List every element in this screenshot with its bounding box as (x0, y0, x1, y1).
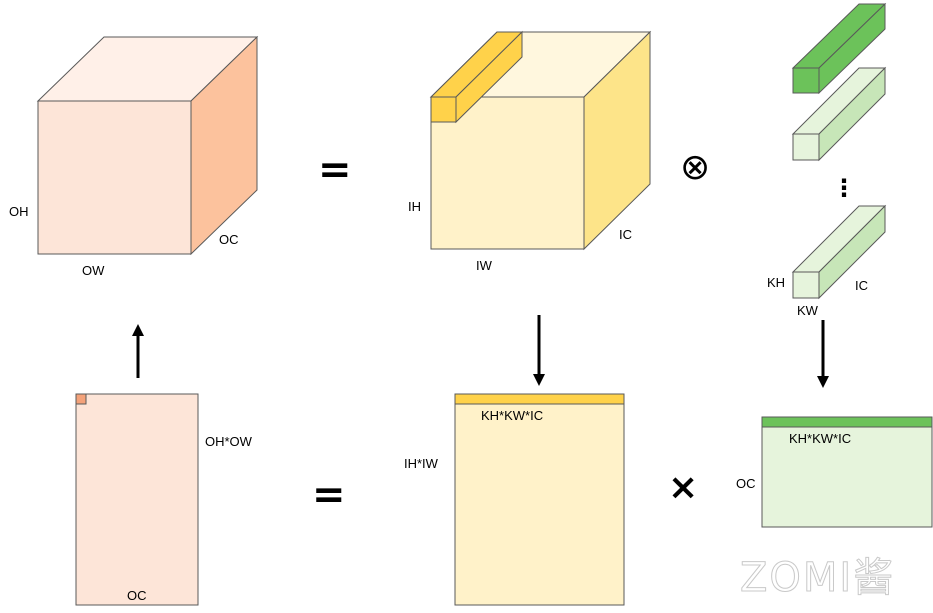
kernel-bar-n (791, 204, 887, 300)
output-cube-height-label: OH (9, 204, 29, 219)
watermark: ZOMI酱 (739, 555, 896, 601)
input-matrix-body (454, 393, 625, 606)
output-matrix-body (75, 393, 199, 606)
kernel-ellipsis: ⋮ (832, 174, 856, 202)
equals-bottom: = (312, 472, 346, 518)
kernel-bar-n-front (792, 271, 820, 299)
output-cube-width-label: OW (82, 263, 105, 278)
kernel-matrix-cols-label: KH*KW*IC (789, 431, 852, 446)
kernel-matrix-row-band (761, 416, 933, 428)
kernel-bar-1-front (792, 67, 820, 94)
input-cube-width-label: IW (476, 258, 492, 273)
kernel-matrix-body (761, 416, 933, 528)
output-cube-front (37, 100, 192, 255)
kernel-height-label: KH (767, 275, 786, 290)
kernel-matrix-rows-label: OC (736, 476, 756, 491)
output-matrix-cols-label: OC (127, 588, 147, 603)
input-matrix-rows-label: IH*IW (404, 456, 438, 471)
convolution-operator: ⊗ (680, 147, 711, 188)
output-cube-depth-label: OC (219, 232, 239, 247)
input-matrix-cols-label: KH*KW*IC (481, 408, 544, 423)
kernel-bar-1 (791, 2, 887, 95)
input-patch-bar-front (430, 96, 457, 123)
output-matrix-rows-label: OH*OW (205, 434, 252, 449)
kernel-depth-label: IC (855, 278, 868, 293)
output-matrix-cell (75, 393, 87, 405)
kernel-width-label: KW (797, 303, 818, 318)
input-cube-front (430, 96, 585, 250)
input-matrix (454, 393, 625, 606)
input-cube-height-label: IH (408, 199, 421, 214)
kernel-bar-2 (791, 66, 887, 162)
equals-top: = (318, 147, 352, 193)
kernel-bar-2-front (792, 133, 820, 161)
multiply-operator: × (668, 467, 699, 508)
kernel-matrix (761, 416, 933, 528)
output-matrix (75, 393, 199, 606)
output-cube (36, 35, 259, 256)
input-cube-depth-label: IC (619, 227, 632, 242)
input-cube (429, 30, 652, 251)
input-matrix-row-band (454, 393, 625, 405)
